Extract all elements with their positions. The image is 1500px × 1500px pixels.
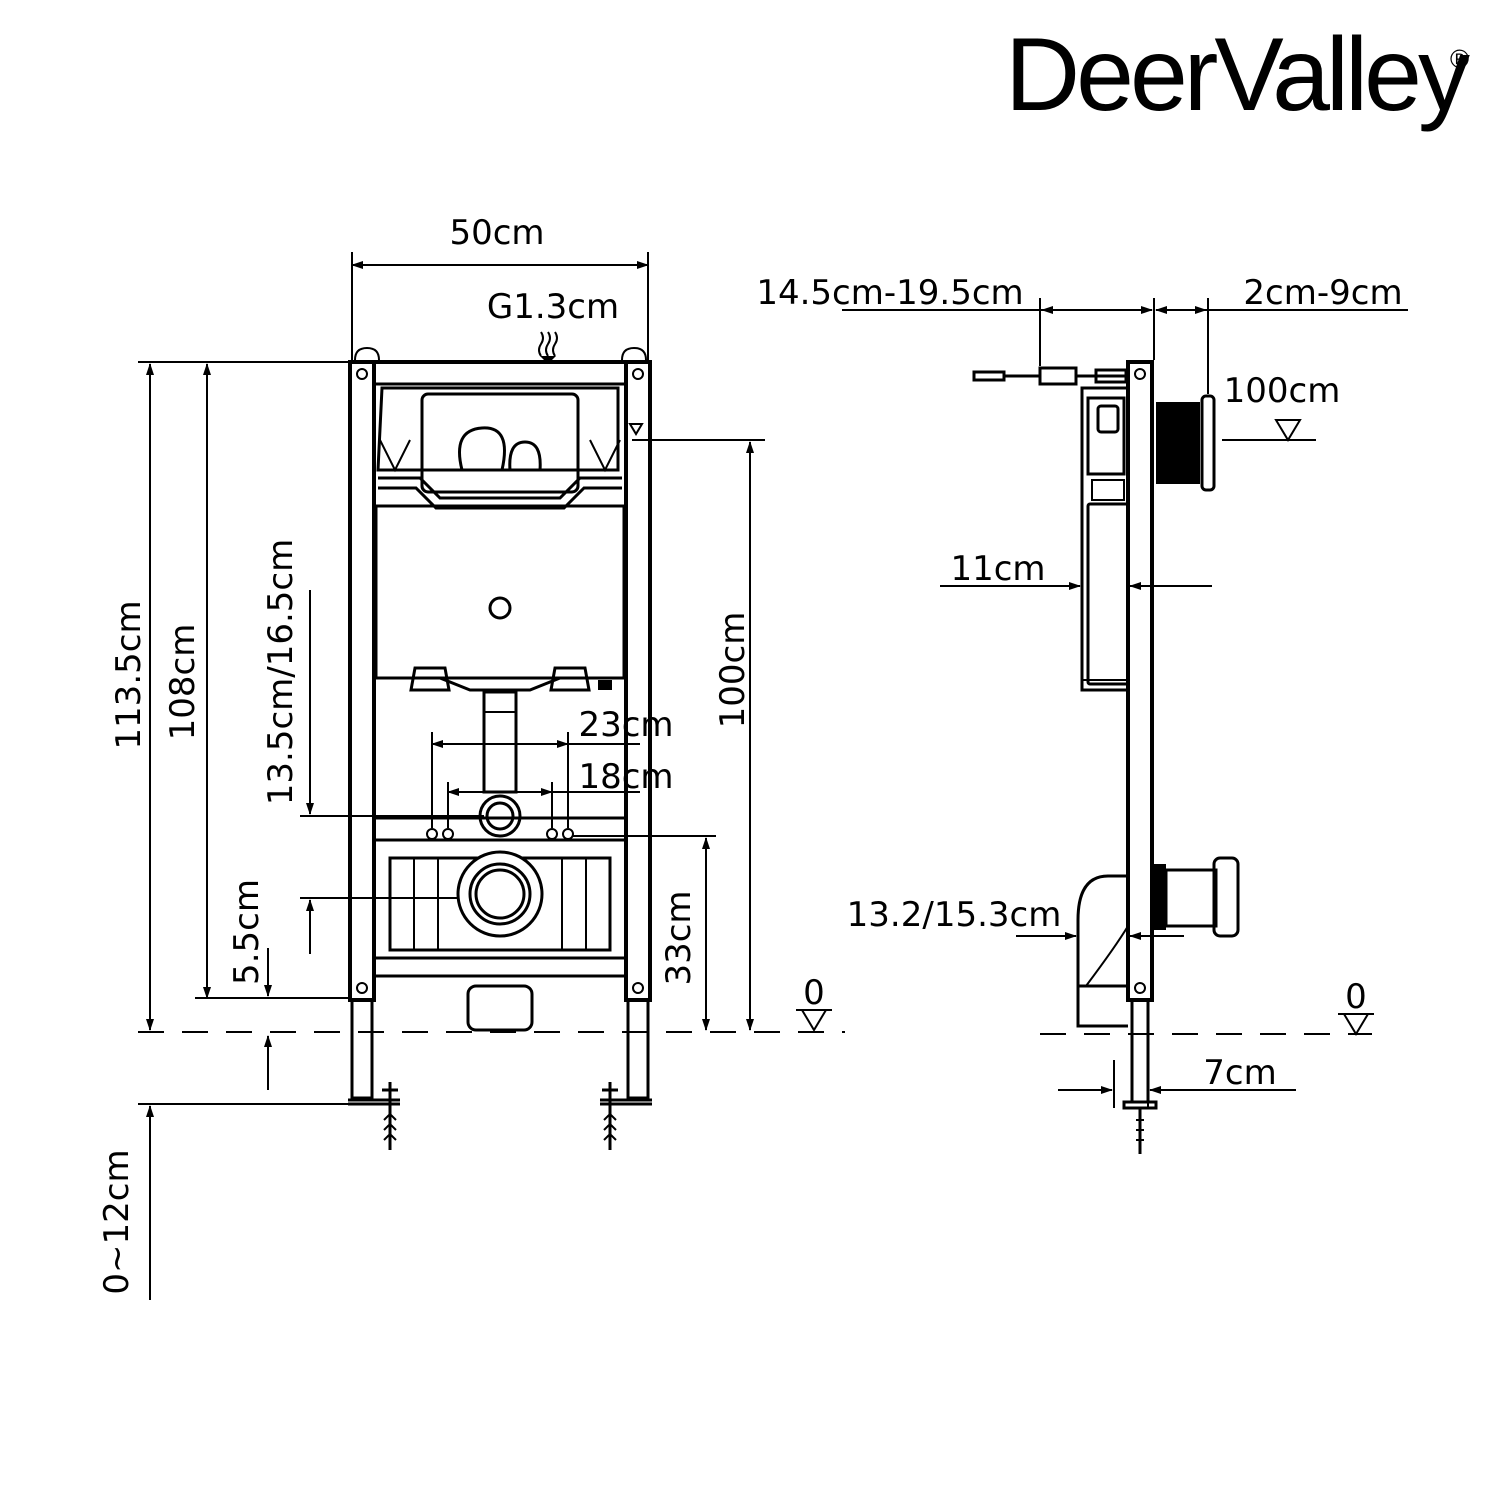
- dim-foot-height: 5.5cm: [227, 879, 272, 1090]
- anchor-bolt-right: [602, 1082, 618, 1150]
- dim-width: 50cm: [351, 213, 649, 360]
- wall-range-label: 2cm-9cm: [1243, 273, 1402, 313]
- dim-tank-thickness: 11cm: [940, 549, 1212, 590]
- bolt-outer-label: 23cm: [578, 705, 673, 745]
- dim-button-height: 100cm: [1222, 371, 1341, 442]
- waste-outlet: [388, 850, 612, 1032]
- frame-height-label: 108cm: [163, 624, 203, 741]
- floor-line-side: 0: [1040, 977, 1374, 1036]
- side-waste-pipe: [1076, 856, 1240, 1028]
- dim-adjustable-feet: 0~12cm: [97, 1103, 350, 1300]
- flush-height-label: 100cm: [713, 612, 753, 729]
- dim-frame-height: 108cm: [163, 363, 350, 999]
- dim-pipe-offset: 13.2/15.3cm: [847, 895, 1184, 940]
- brand-name: DeerValley: [1005, 17, 1470, 133]
- cistern-tank: [374, 386, 626, 692]
- front-legs: [348, 998, 652, 1106]
- outlet-height-label: 33cm: [659, 890, 699, 985]
- dim-outlet-range: 13.5cm/16.5cm: [261, 539, 484, 954]
- brand-logo: DeerValley ®: [1005, 17, 1474, 133]
- front-view: 50cm G1.3cm 113.5cm 108cm 13.5cm/16.5cm: [97, 213, 845, 1300]
- outlet-range-label: 13.5cm/16.5cm: [261, 539, 301, 806]
- dim-outlet-height: 33cm: [572, 835, 716, 1031]
- dim-wall-range: 2cm-9cm: [1155, 273, 1408, 394]
- dim-tank-depth: 14.5cm-19.5cm: [756, 273, 1155, 366]
- side-cistern: [1080, 386, 1130, 692]
- side-view: 14.5cm-19.5cm 2cm-9cm 100cm 11cm 13.2/15…: [756, 273, 1408, 1154]
- registered-mark: ®: [1450, 44, 1469, 74]
- dim-flush-height: 100cm: [628, 423, 765, 1031]
- pipe-offset-label: 13.2/15.3cm: [847, 895, 1062, 935]
- floor-level-front: 0: [803, 973, 825, 1013]
- supply-label: G1.3cm: [487, 287, 619, 327]
- tank-thickness-label: 11cm: [950, 549, 1045, 589]
- side-valve: [972, 366, 1128, 386]
- total-height-label: 113.5cm: [109, 600, 149, 749]
- dim-supply: G1.3cm: [487, 287, 619, 364]
- bolt-inner-label: 18cm: [578, 757, 673, 797]
- adjustable-feet-label: 0~12cm: [97, 1149, 137, 1294]
- dim-bolt-18: 18cm: [447, 757, 674, 828]
- tank-depth-label: 14.5cm-19.5cm: [756, 273, 1023, 313]
- side-flush-button: [1156, 394, 1216, 492]
- dim-foot-depth: 7cm: [1058, 1053, 1296, 1108]
- button-height-label: 100cm: [1224, 371, 1341, 411]
- width-label: 50cm: [449, 213, 544, 253]
- anchor-bolt-left: [382, 1082, 398, 1150]
- foot-height-label: 5.5cm: [227, 879, 267, 985]
- dim-total-height: 113.5cm: [109, 361, 350, 1031]
- floor-level-side: 0: [1345, 977, 1367, 1017]
- dim-bolt-23: 23cm: [431, 705, 674, 828]
- floor-line-front: 0: [138, 973, 845, 1033]
- foot-depth-label: 7cm: [1203, 1053, 1276, 1093]
